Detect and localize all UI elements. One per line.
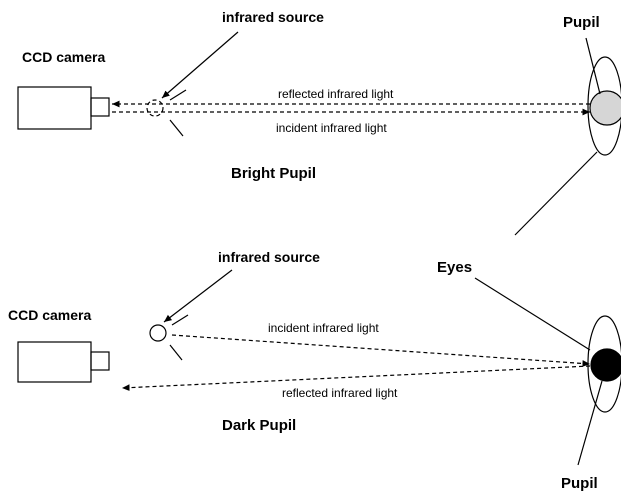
top-pupil-label: Pupil — [563, 14, 600, 31]
bottom-source-pointer — [163, 269, 233, 323]
top-camera-label: CCD camera — [22, 49, 105, 65]
top-pupil-pointer — [585, 37, 601, 95]
eyes-annotation: Eyes — [437, 151, 598, 351]
bottom-ray-lower — [169, 344, 183, 361]
top-infrared-source — [146, 99, 164, 117]
bottom-camera-lens — [90, 351, 110, 371]
bright-pupil-caption: Bright Pupil — [231, 165, 316, 182]
bottom-source-label: infrared source — [218, 249, 320, 265]
eyes-pointer-top — [514, 151, 598, 236]
top-ray-upper — [169, 89, 187, 101]
bright-pupil-setup: CCD camera infrared source reflected inf… — [17, 9, 621, 182]
top-camera-body — [17, 86, 92, 130]
eyes-label: Eyes — [437, 259, 472, 276]
eyes-pointer-bottom — [474, 277, 591, 351]
top-incident-label: incident infrared light — [276, 121, 387, 135]
top-eye-outer — [587, 56, 621, 156]
bottom-pupil-pointer — [577, 380, 603, 466]
bottom-reflected-beam — [121, 365, 591, 392]
top-bright-pupil — [589, 90, 621, 126]
dark-pupil-setup: CCD camera infrared source incident infr… — [8, 249, 621, 492]
top-source-pointer — [161, 31, 239, 99]
top-camera-lens — [90, 97, 110, 117]
bottom-camera-label: CCD camera — [8, 307, 91, 323]
bottom-eye-outer — [587, 315, 621, 413]
bottom-pupil-label: Pupil — [561, 475, 598, 492]
bottom-ray-upper — [171, 314, 189, 326]
bottom-dark-pupil — [590, 348, 621, 382]
top-ray-lower — [169, 119, 184, 137]
bottom-camera-body — [17, 341, 92, 383]
top-source-label: infrared source — [222, 9, 324, 25]
top-reflected-label: reflected infrared light — [278, 87, 394, 101]
bottom-infrared-source — [149, 324, 167, 342]
bottom-reflected-label: reflected infrared light — [282, 386, 398, 400]
bottom-incident-label: incident infrared light — [268, 321, 379, 335]
dark-pupil-caption: Dark Pupil — [222, 417, 296, 434]
bottom-incident-beam — [171, 334, 591, 367]
